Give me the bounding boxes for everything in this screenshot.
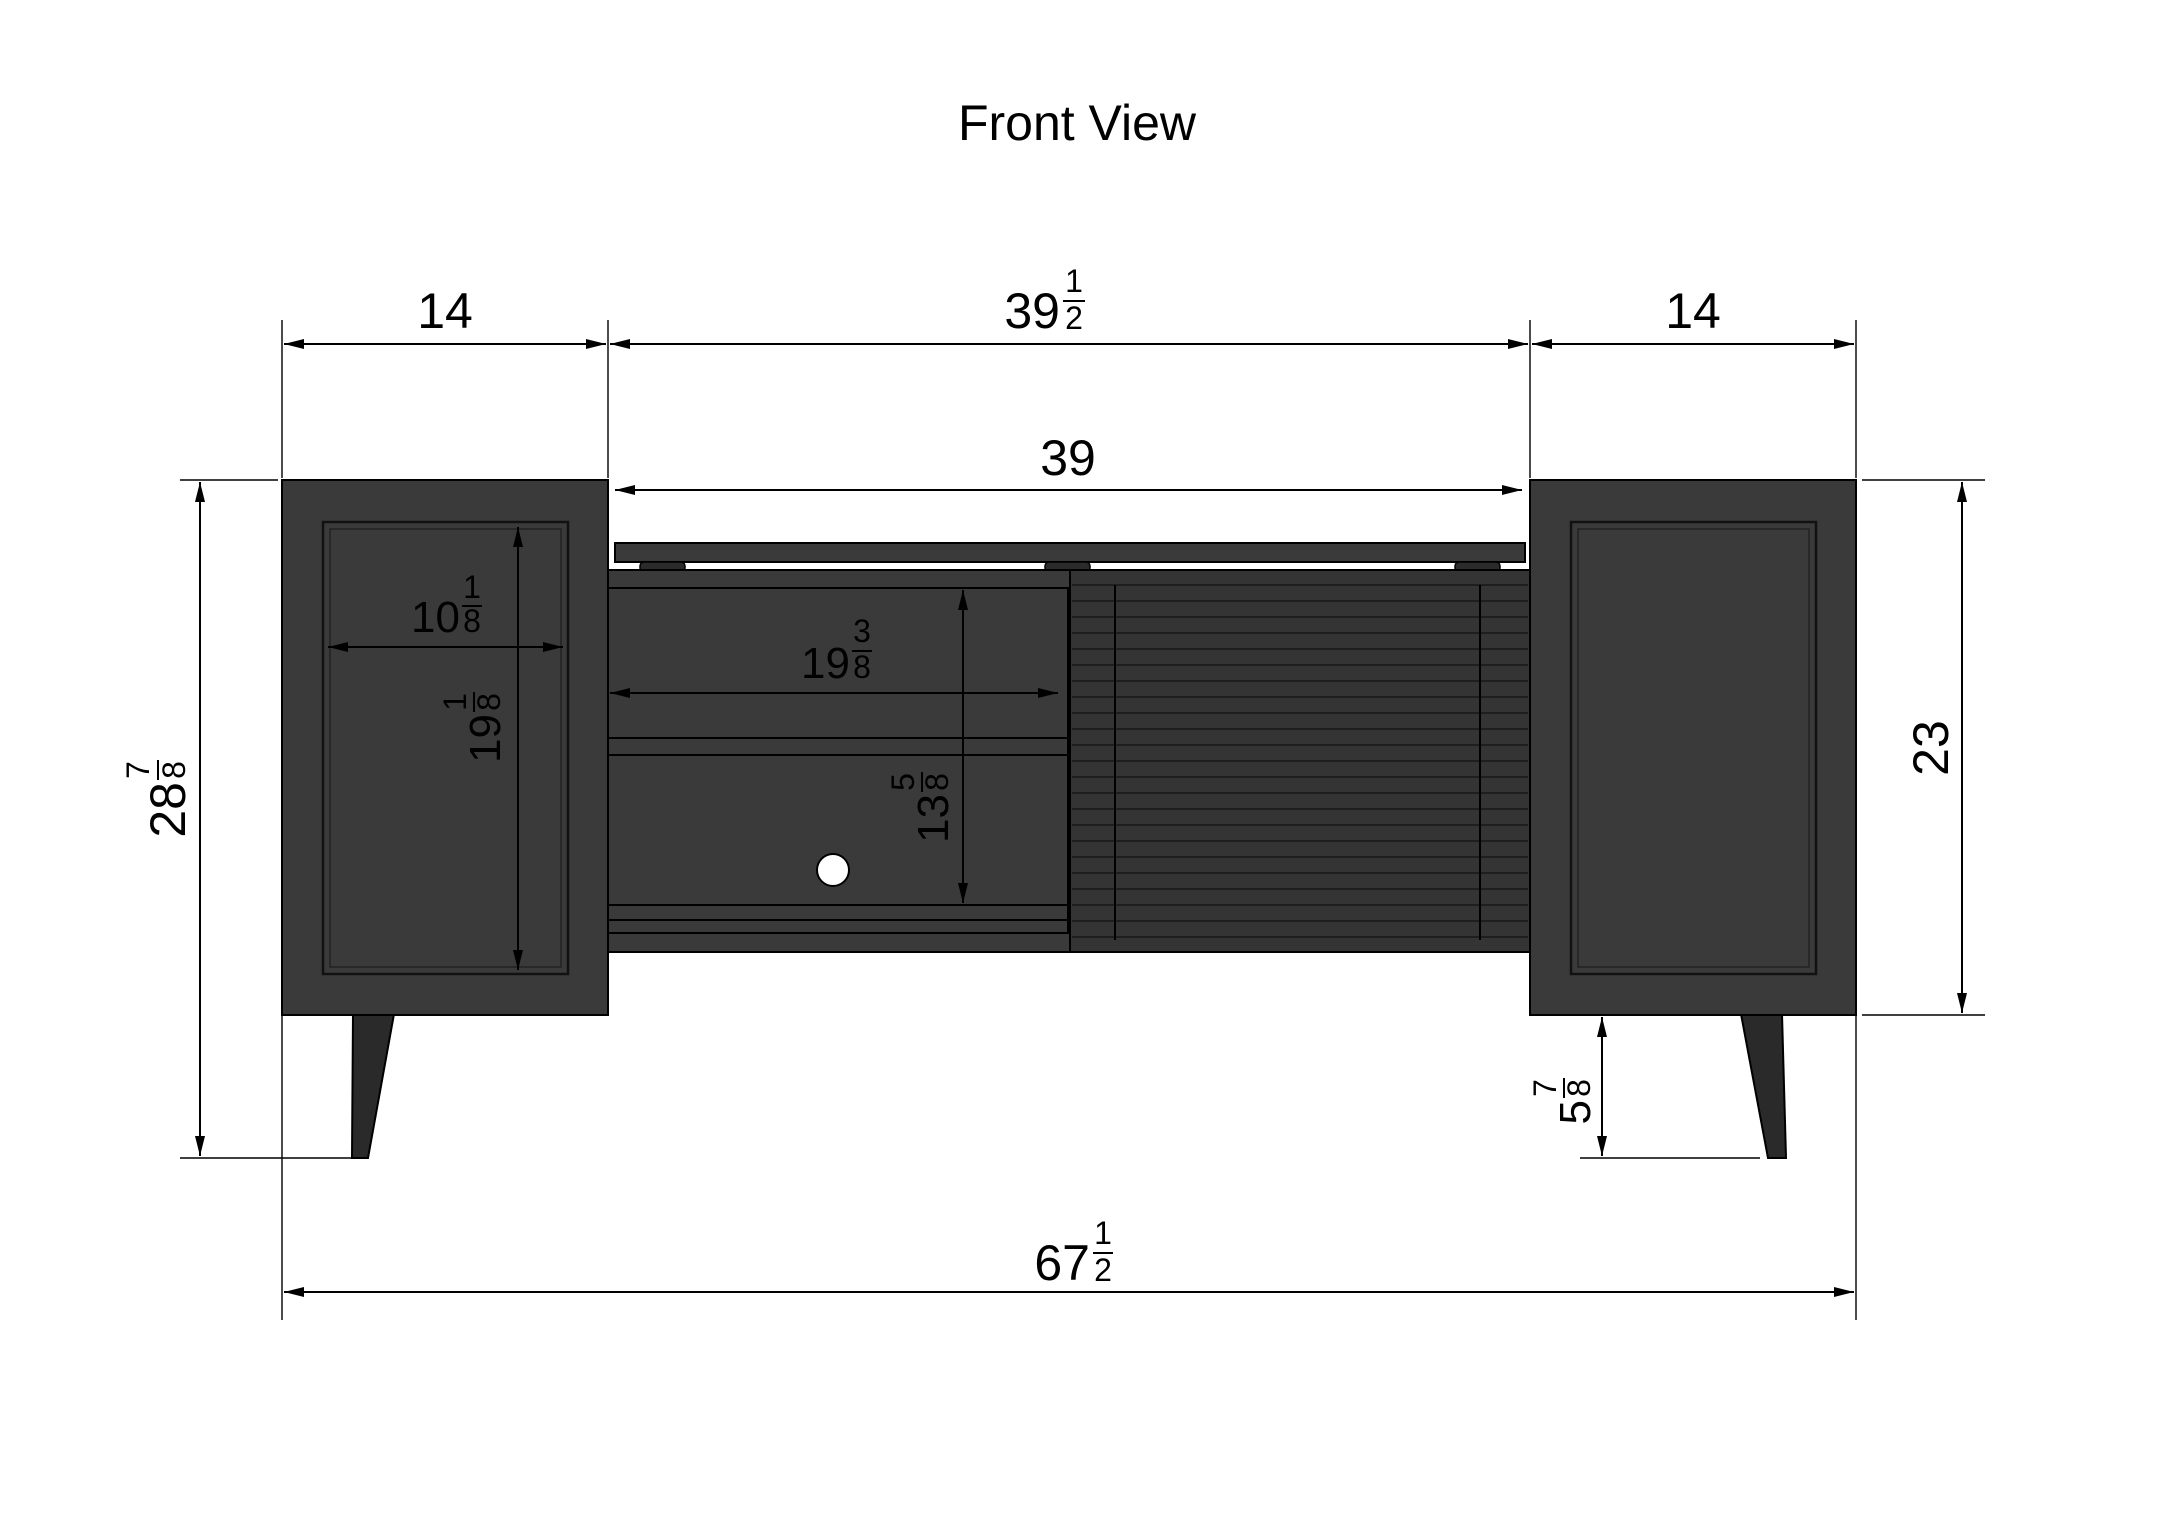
svg-text:1: 1	[1065, 263, 1083, 299]
left-door	[321, 520, 570, 976]
svg-text:19: 19	[801, 639, 850, 688]
svg-text:2: 2	[1094, 1252, 1112, 1288]
extension-lines	[180, 320, 1985, 1320]
svg-text:10: 10	[411, 593, 460, 642]
dim-leg-height: 5 7 8	[1527, 1078, 1600, 1124]
dim-opening-height: 13 5 8	[885, 772, 958, 843]
svg-text:8: 8	[463, 603, 481, 639]
svg-text:1: 1	[437, 693, 473, 711]
page-title: Front View	[958, 95, 1197, 151]
dim-shelf-width: 19 3 8	[801, 613, 872, 688]
svg-text:8: 8	[156, 761, 192, 779]
dimension-lines	[195, 339, 1967, 1297]
svg-text:8: 8	[471, 693, 507, 711]
dim-top-width: 39	[1040, 430, 1096, 486]
tv-console	[281, 479, 1857, 1159]
svg-text:7: 7	[120, 761, 156, 779]
svg-text:28: 28	[140, 782, 196, 838]
svg-text:19: 19	[461, 714, 510, 763]
svg-text:67: 67	[1034, 1235, 1090, 1291]
dim-overall-height: 28 7 8	[120, 760, 196, 838]
dim-cabinet-height: 23	[1903, 720, 1959, 776]
svg-text:1: 1	[1094, 1215, 1112, 1251]
svg-text:8: 8	[1561, 1079, 1597, 1097]
cable-hole	[816, 853, 850, 887]
right-door	[1569, 520, 1818, 976]
left-leg	[350, 1013, 396, 1159]
svg-text:5: 5	[1551, 1100, 1600, 1124]
svg-text:39: 39	[1004, 283, 1060, 339]
dim-center-width: 39 1 2	[1004, 263, 1085, 339]
dimension-labels: 14 39 1 2 14 39 10 1 8 19 1 8 19 3	[120, 263, 1959, 1291]
svg-text:7: 7	[1527, 1079, 1563, 1097]
door-slats	[1072, 584, 1528, 938]
right-leg	[1739, 1013, 1788, 1159]
svg-text:1: 1	[463, 569, 481, 605]
svg-text:8: 8	[853, 649, 871, 685]
dim-overall-width: 67 1 2	[1034, 1215, 1113, 1291]
svg-text:5: 5	[885, 773, 921, 791]
svg-text:8: 8	[919, 773, 955, 791]
center-top-plate	[614, 542, 1526, 563]
svg-text:2: 2	[1065, 300, 1083, 336]
dim-door-width: 10 1 8	[411, 569, 482, 642]
svg-text:3: 3	[853, 613, 871, 649]
dim-left-width: 14	[417, 283, 473, 339]
dim-door-height: 19 1 8	[437, 692, 510, 763]
dim-right-width: 14	[1665, 283, 1721, 339]
svg-text:13: 13	[909, 794, 958, 843]
